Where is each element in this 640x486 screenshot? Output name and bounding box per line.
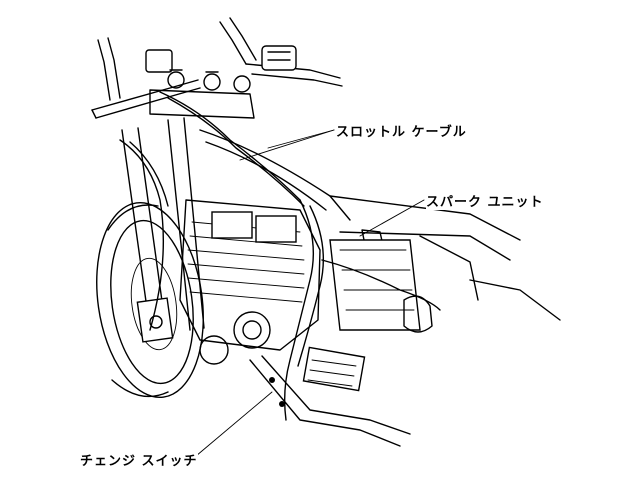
engine <box>179 199 411 447</box>
throttle-cable-label: スロットル ケーブル <box>336 121 467 140</box>
change-switch-label: チェンジ スイッチ <box>80 450 198 469</box>
triple-clamp <box>149 69 255 119</box>
spark-unit-box <box>329 239 433 333</box>
handlebars <box>91 17 343 119</box>
spark-unit-label: スパーク ユニット <box>426 191 544 210</box>
leader-lines <box>195 129 425 457</box>
wiring-harness <box>119 91 441 421</box>
